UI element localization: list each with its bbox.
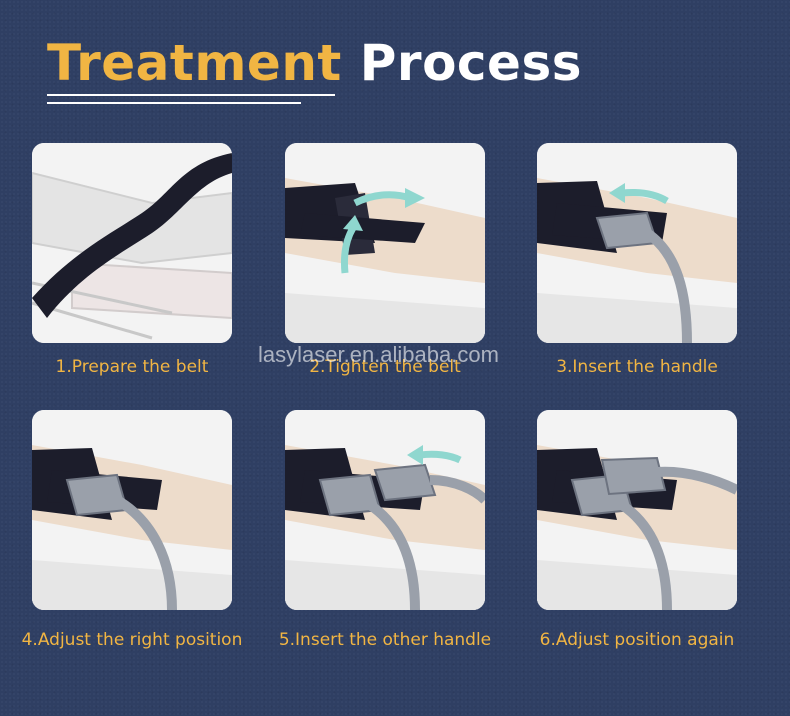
- step-5-label: 5.Insert the other handle: [278, 630, 492, 650]
- step-3-image: [537, 143, 737, 343]
- watermark: lasylaser.en.alibaba.com: [258, 342, 499, 367]
- step-6-image: [537, 410, 737, 610]
- page-title: Treatment Process: [47, 28, 582, 98]
- title-underline-short: [47, 102, 301, 104]
- step-1-label: 1.Prepare the belt: [55, 357, 209, 377]
- step-1-image: [32, 143, 232, 343]
- step-5-image: [285, 410, 485, 610]
- step-4-image: [32, 410, 232, 610]
- step-3-label: 3.Insert the handle: [556, 357, 718, 377]
- step-2-label: 2.Tighten the belt: [309, 357, 461, 377]
- title-underline-long: [47, 94, 335, 96]
- step-2-image: [285, 143, 485, 343]
- title-accent: Treatment: [47, 34, 342, 92]
- title-rest: Process: [359, 34, 582, 92]
- step-6-label: 6.Adjust position again: [539, 630, 735, 650]
- step-4-label: 4.Adjust the right position: [21, 630, 243, 650]
